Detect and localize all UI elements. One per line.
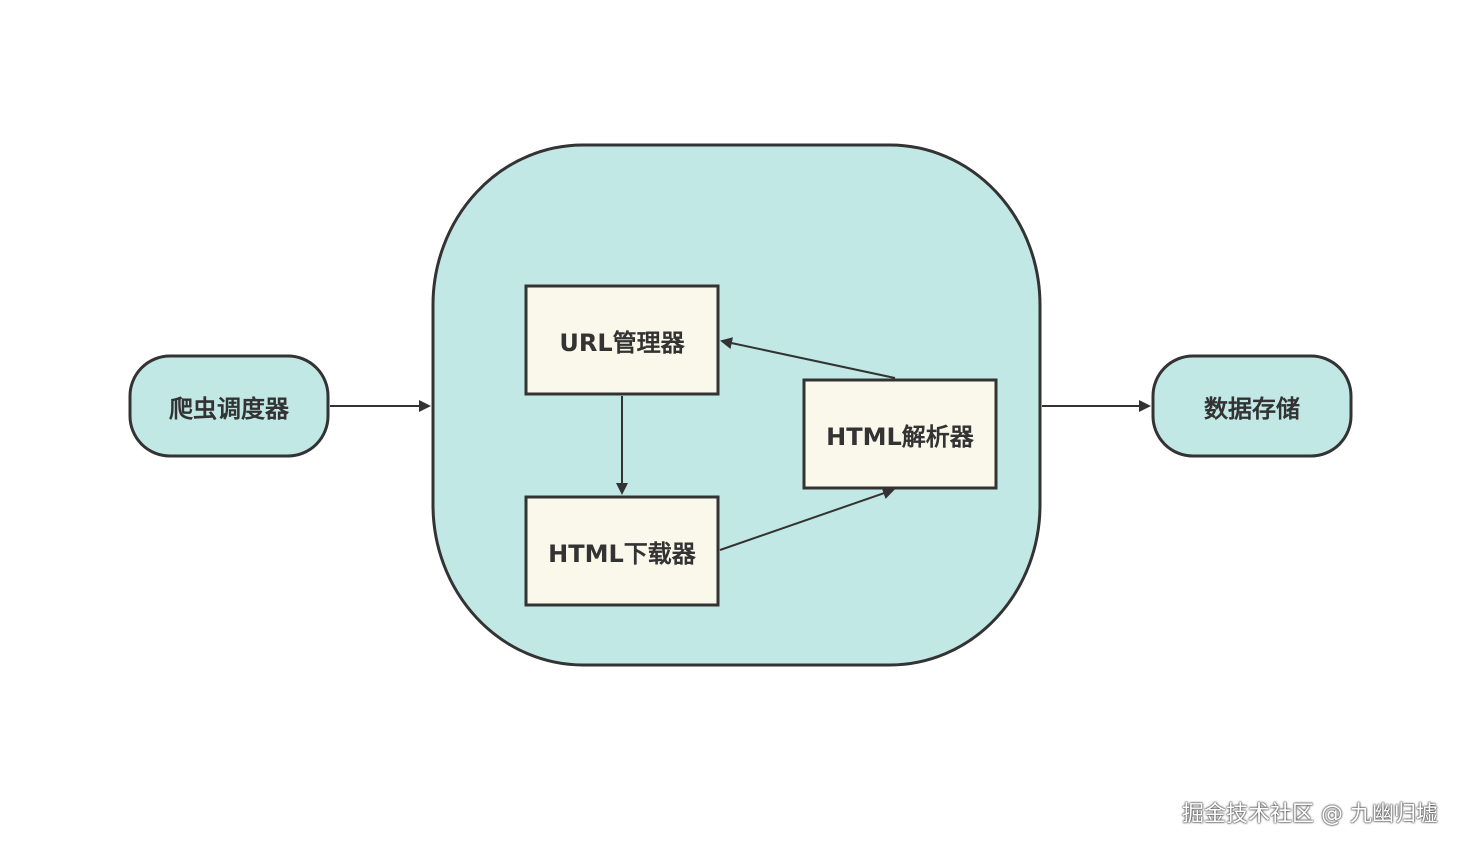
html-downloader-label: HTML下载器 (548, 539, 696, 568)
html-parser-node (802, 378, 998, 490)
html-downloader-node (524, 495, 720, 607)
data-storage-node (1151, 354, 1353, 458)
scheduler-label: 爬虫调度器 (169, 394, 289, 423)
scheduler-node (128, 354, 330, 458)
url-manager-label: URL管理器 (559, 328, 685, 357)
html-parser-label: HTML解析器 (826, 422, 974, 451)
edge-parser-to-url-manager (720, 337, 896, 379)
watermark-text: 掘金技术社区 @ 九幽归墟 (1182, 802, 1438, 827)
data-storage-label: 数据存储 (1204, 394, 1300, 423)
url-manager-node (524, 284, 720, 396)
edge-downloader-to-parser (719, 487, 895, 551)
